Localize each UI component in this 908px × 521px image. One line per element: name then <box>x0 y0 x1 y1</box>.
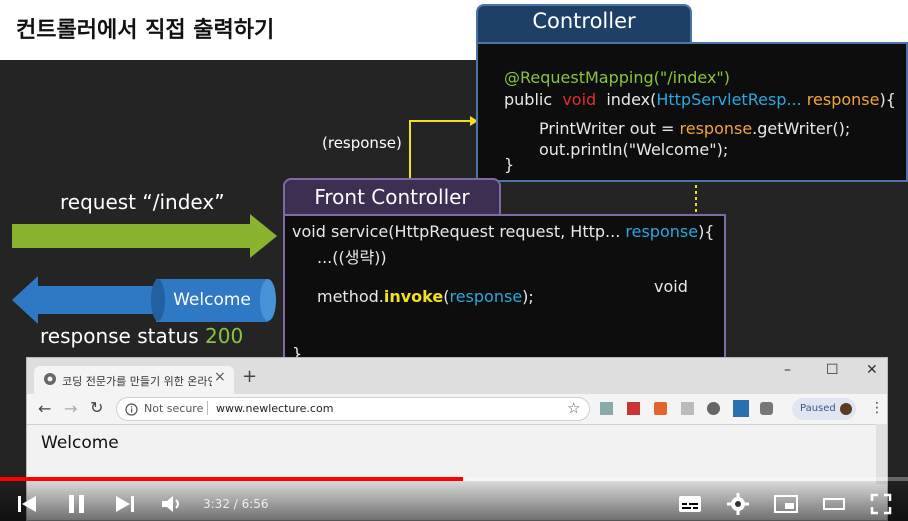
new-tab-button[interactable]: + <box>242 366 258 387</box>
controller-tab <box>476 4 692 42</box>
controller-signature: public void index(HttpServletResp... res… <box>504 90 896 109</box>
window-maximize-button[interactable]: ☐ <box>826 362 839 378</box>
address-bar[interactable] <box>116 397 590 421</box>
extension-gray-icon[interactable] <box>681 402 694 415</box>
extension-sheet-icon[interactable] <box>600 402 613 415</box>
controller-writer-line: PrintWriter out = response.getWriter(); <box>539 119 851 138</box>
tab-favicon-icon <box>44 373 56 385</box>
cylinder-cap-right <box>260 279 276 321</box>
paused-button[interactable] <box>792 398 856 420</box>
welcome-cylinder-label: Welcome <box>173 290 251 310</box>
star-icon[interactable]: ☆ <box>567 399 581 417</box>
player-controls-bar <box>0 481 908 521</box>
controller-box <box>476 42 908 182</box>
extension-orange-icon[interactable] <box>654 402 667 415</box>
tab-close-icon[interactable]: × <box>214 369 226 385</box>
miniplayer-icon[interactable] <box>774 494 798 514</box>
welcome-cylinder <box>156 279 268 322</box>
time-display: 3:32 / 6:56 <box>203 497 269 511</box>
next-icon[interactable] <box>114 494 136 514</box>
front-service-line: void service(HttpRequest request, Http..… <box>292 222 715 241</box>
profile-avatar[interactable] <box>840 403 852 415</box>
extension-pdf-icon[interactable] <box>627 402 640 415</box>
tab-title: 코딩 전문가를 만들기 위한 온라인 강의 <box>62 375 212 388</box>
response-connector-head <box>470 116 478 126</box>
front-close-brace: } <box>292 344 303 363</box>
front-omitted-line: ...((생략)) <box>317 248 387 267</box>
browser-tab[interactable] <box>34 366 234 394</box>
progress-fill <box>0 477 463 481</box>
slide-title: 컨트롤러에서 직접 출력하기 <box>16 18 275 43</box>
extension-camera-icon[interactable] <box>760 402 773 415</box>
cylinder-cap-left <box>151 279 165 321</box>
window-close-button[interactable]: ✕ <box>866 362 878 378</box>
response-arrow <box>12 276 160 324</box>
info-icon[interactable] <box>125 403 138 416</box>
response-status-label: response status 200 <box>40 324 244 348</box>
theater-icon[interactable] <box>822 496 846 512</box>
pause-icon[interactable] <box>66 493 88 515</box>
response-label: (response) <box>322 134 402 152</box>
page-scrollbar[interactable] <box>876 424 887 484</box>
controller-close-brace: } <box>504 155 515 174</box>
omnibox-divider <box>207 401 208 415</box>
paused-label: Paused <box>800 403 836 414</box>
request-label: request “/index” <box>60 190 225 214</box>
request-arrow <box>12 214 277 258</box>
page-welcome-text: Welcome <box>41 433 119 453</box>
settings-icon[interactable] <box>727 493 749 515</box>
previous-icon[interactable] <box>16 494 38 514</box>
reload-icon[interactable]: ↻ <box>90 398 104 417</box>
not-secure-label: Not secure <box>144 402 204 415</box>
controller-println-line: out.println("Welcome"); <box>539 140 729 159</box>
extension-circle-icon[interactable] <box>707 402 720 415</box>
front-controller-tab <box>283 178 501 214</box>
back-icon[interactable]: ← <box>38 399 52 418</box>
volume-icon[interactable] <box>160 493 186 515</box>
fullscreen-icon[interactable] <box>870 493 892 515</box>
front-controller-title: Front Controller <box>314 185 470 209</box>
menu-icon[interactable]: ⋮ <box>870 400 884 416</box>
url-text[interactable]: www.newlecture.com <box>216 402 334 415</box>
controller-title: Controller <box>532 9 636 33</box>
front-invoke-line: method.invoke(response); <box>317 287 534 306</box>
subtitles-icon[interactable] <box>678 494 702 514</box>
front-void-label: void <box>654 277 688 296</box>
extension-new-icon[interactable] <box>733 400 749 417</box>
controller-annotation: @RequestMapping("/index") <box>504 68 731 87</box>
window-minimize-button[interactable]: – <box>784 362 791 378</box>
forward-icon[interactable]: → <box>64 399 78 418</box>
